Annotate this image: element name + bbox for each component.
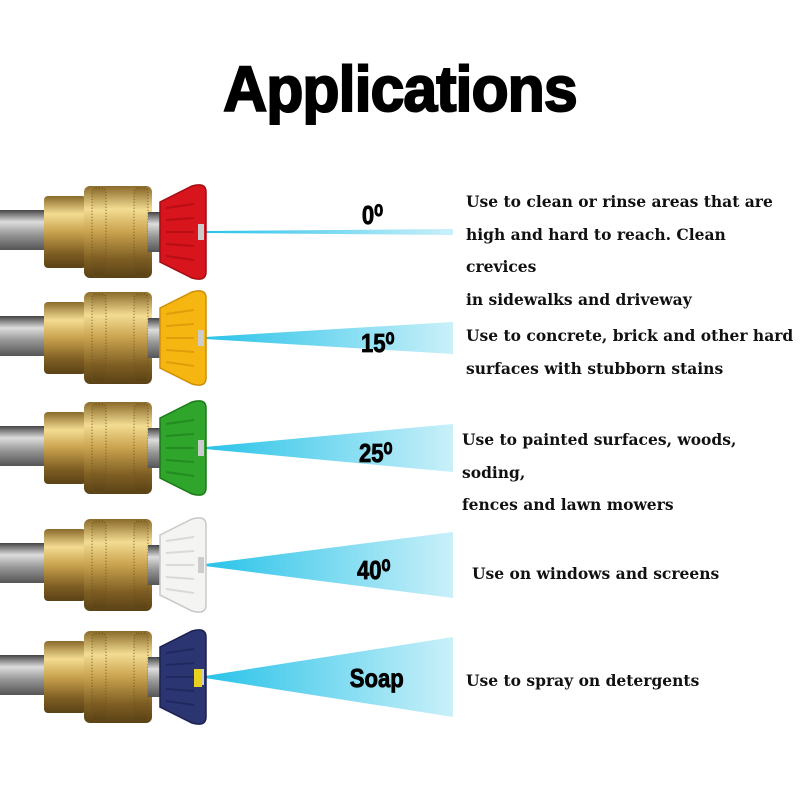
knurled-ring	[91, 632, 107, 722]
hex-fitting	[44, 529, 86, 601]
description-line: Use on windows and screens	[472, 564, 720, 583]
knurled-ring	[133, 403, 149, 493]
description-line: high and hard to reach. Clean crevices	[466, 224, 726, 277]
page-title: Applications	[222, 52, 578, 126]
tip-rib	[165, 700, 195, 706]
spray-jet	[205, 424, 453, 472]
hex-fitting	[44, 196, 86, 268]
tip-rib	[165, 588, 195, 594]
nozzle-row	[0, 629, 453, 725]
spray-angle-label: 0⁰	[361, 200, 384, 231]
wand-pipe	[0, 543, 50, 583]
nozzle-row	[0, 184, 453, 280]
application-description: Use to painted surfaces, woods, soding, f…	[462, 424, 792, 522]
description-line: fences and lawn mowers	[462, 495, 674, 514]
tip-rib	[165, 217, 195, 221]
knurled-ring	[133, 293, 149, 383]
tip-rib	[165, 433, 195, 437]
spray-jet	[205, 532, 453, 598]
tip-rib	[165, 419, 195, 425]
soap-insert	[194, 669, 202, 687]
tip-rib	[165, 255, 195, 261]
application-description: Use on windows and screens	[472, 558, 800, 591]
application-description: Use to clean or rinse areas that are high…	[466, 186, 796, 316]
knurled-ring	[91, 520, 107, 610]
tip-rib	[165, 576, 195, 580]
application-description: Use to spray on detergents	[466, 665, 796, 698]
hex-fitting	[44, 412, 86, 484]
knurled-ring	[91, 187, 107, 277]
nozzle-orifice	[198, 557, 204, 573]
tip-rib	[165, 243, 195, 247]
tip-rib	[165, 648, 195, 654]
hex-fitting	[44, 302, 86, 374]
tip-rib	[165, 688, 195, 692]
application-description: Use to concrete, brick and other hard sur…	[466, 320, 796, 385]
hex-fitting	[44, 641, 86, 713]
nozzle-orifice	[198, 440, 204, 456]
description-line: Use to clean or rinse areas that are	[466, 192, 773, 211]
tip-rib	[165, 361, 195, 367]
tip-rib	[165, 471, 195, 477]
tip-rib	[165, 536, 195, 542]
spray-angle-label: 25⁰	[358, 438, 393, 469]
description-line: Use to spray on detergents	[466, 671, 700, 690]
tip-rib	[165, 662, 195, 666]
knurled-ring	[133, 187, 149, 277]
description-line: Use to painted surfaces, woods, soding,	[462, 430, 737, 482]
knurled-ring	[91, 403, 107, 493]
tip-rib	[165, 323, 195, 327]
description-line: in sidewalks and driveway	[466, 289, 692, 309]
wand-pipe	[0, 210, 50, 250]
knurled-ring	[133, 632, 149, 722]
spray-jet	[205, 637, 453, 717]
wand-pipe	[0, 316, 50, 356]
spray-angle-label: Soap	[349, 663, 404, 694]
description-line: Use to concrete, brick and other hard	[466, 326, 794, 345]
wand-pipe	[0, 426, 50, 466]
nozzle-orifice	[198, 224, 204, 240]
tip-rib	[165, 203, 195, 209]
knurled-ring	[133, 520, 149, 610]
wand-pipe	[0, 655, 50, 695]
spray-angle-label: 40⁰	[356, 555, 391, 586]
nozzle-orifice	[198, 330, 204, 346]
tip-rib	[165, 550, 195, 554]
spray-jet	[205, 229, 453, 235]
tip-rib	[165, 349, 195, 353]
tip-rib	[165, 309, 195, 315]
nozzle-row	[0, 290, 453, 386]
spray-angle-label: 15⁰	[360, 328, 395, 359]
tip-rib	[165, 459, 195, 463]
spray-jet	[205, 322, 453, 354]
knurled-ring	[91, 293, 107, 383]
nozzle-row	[0, 517, 453, 613]
nozzle-row	[0, 400, 453, 496]
description-line: surfaces with stubborn stains	[466, 358, 724, 378]
